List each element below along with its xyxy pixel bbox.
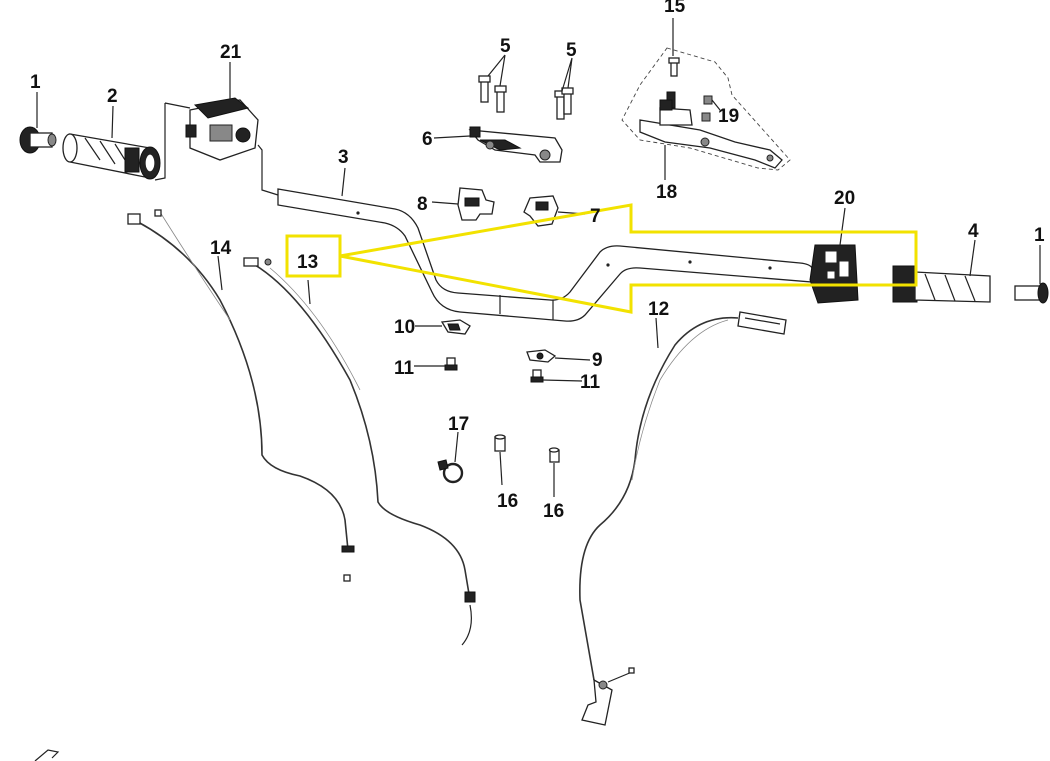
label-3: 3 <box>338 147 349 168</box>
label-18: 18 <box>656 182 677 203</box>
label-16-left: 16 <box>497 491 518 512</box>
cable-part-12 <box>579 311 787 726</box>
right-switch-housing-part-20 <box>809 244 859 304</box>
label-21: 21 <box>220 42 242 63</box>
screw-part-11-right <box>530 369 544 383</box>
label-20: 20 <box>834 188 855 209</box>
left-grip-part-2 <box>62 133 161 180</box>
right-end-cap-part-1 <box>1014 282 1049 304</box>
label-11-right: 11 <box>580 372 601 393</box>
bracket-part-9 <box>526 349 557 363</box>
bolts-part-5 <box>478 75 574 120</box>
label-1-right: 1 <box>1034 225 1045 246</box>
label-4: 4 <box>968 221 979 242</box>
label-8: 8 <box>417 194 428 215</box>
lever-assembly-part-18 <box>639 91 783 169</box>
label-10: 10 <box>394 317 415 338</box>
left-end-cap-part-1 <box>19 126 57 154</box>
corner-mark-icon <box>34 749 60 761</box>
label-14: 14 <box>210 238 232 259</box>
cable-part-14 <box>127 209 355 582</box>
clip-part-17 <box>437 459 464 484</box>
label-19: 19 <box>718 106 739 127</box>
label-11-left: 11 <box>394 358 415 379</box>
label-1-left: 1 <box>30 72 41 93</box>
screw-part-11-left <box>444 357 458 371</box>
callout-highlight <box>285 203 918 314</box>
part-labels: 1 2 21 3 5 5 6 15 19 18 8 7 20 4 1 14 13… <box>30 0 1045 522</box>
label-15: 15 <box>664 0 686 17</box>
label-17: 17 <box>448 414 469 435</box>
label-2: 2 <box>107 86 118 107</box>
label-12: 12 <box>648 299 669 320</box>
bar-clamp-part-8 <box>457 187 495 221</box>
left-switch-housing-part-21 <box>185 97 259 161</box>
bracket-part-10 <box>440 319 471 335</box>
label-16-right: 16 <box>543 501 564 522</box>
handlebar-part-3 <box>277 188 813 322</box>
label-7: 7 <box>590 206 601 227</box>
label-5-right: 5 <box>566 40 577 61</box>
label-13: 13 <box>297 252 318 273</box>
screws-part-19 <box>701 95 713 122</box>
label-9: 9 <box>592 350 603 371</box>
clamp-part-6 <box>468 126 563 163</box>
label-5-left: 5 <box>500 36 511 57</box>
label-6: 6 <box>422 129 433 150</box>
cable-part-13 <box>243 257 476 646</box>
nut-part-16-left <box>494 434 506 452</box>
nut-part-16-right <box>548 447 560 463</box>
screw-part-15 <box>668 57 680 77</box>
